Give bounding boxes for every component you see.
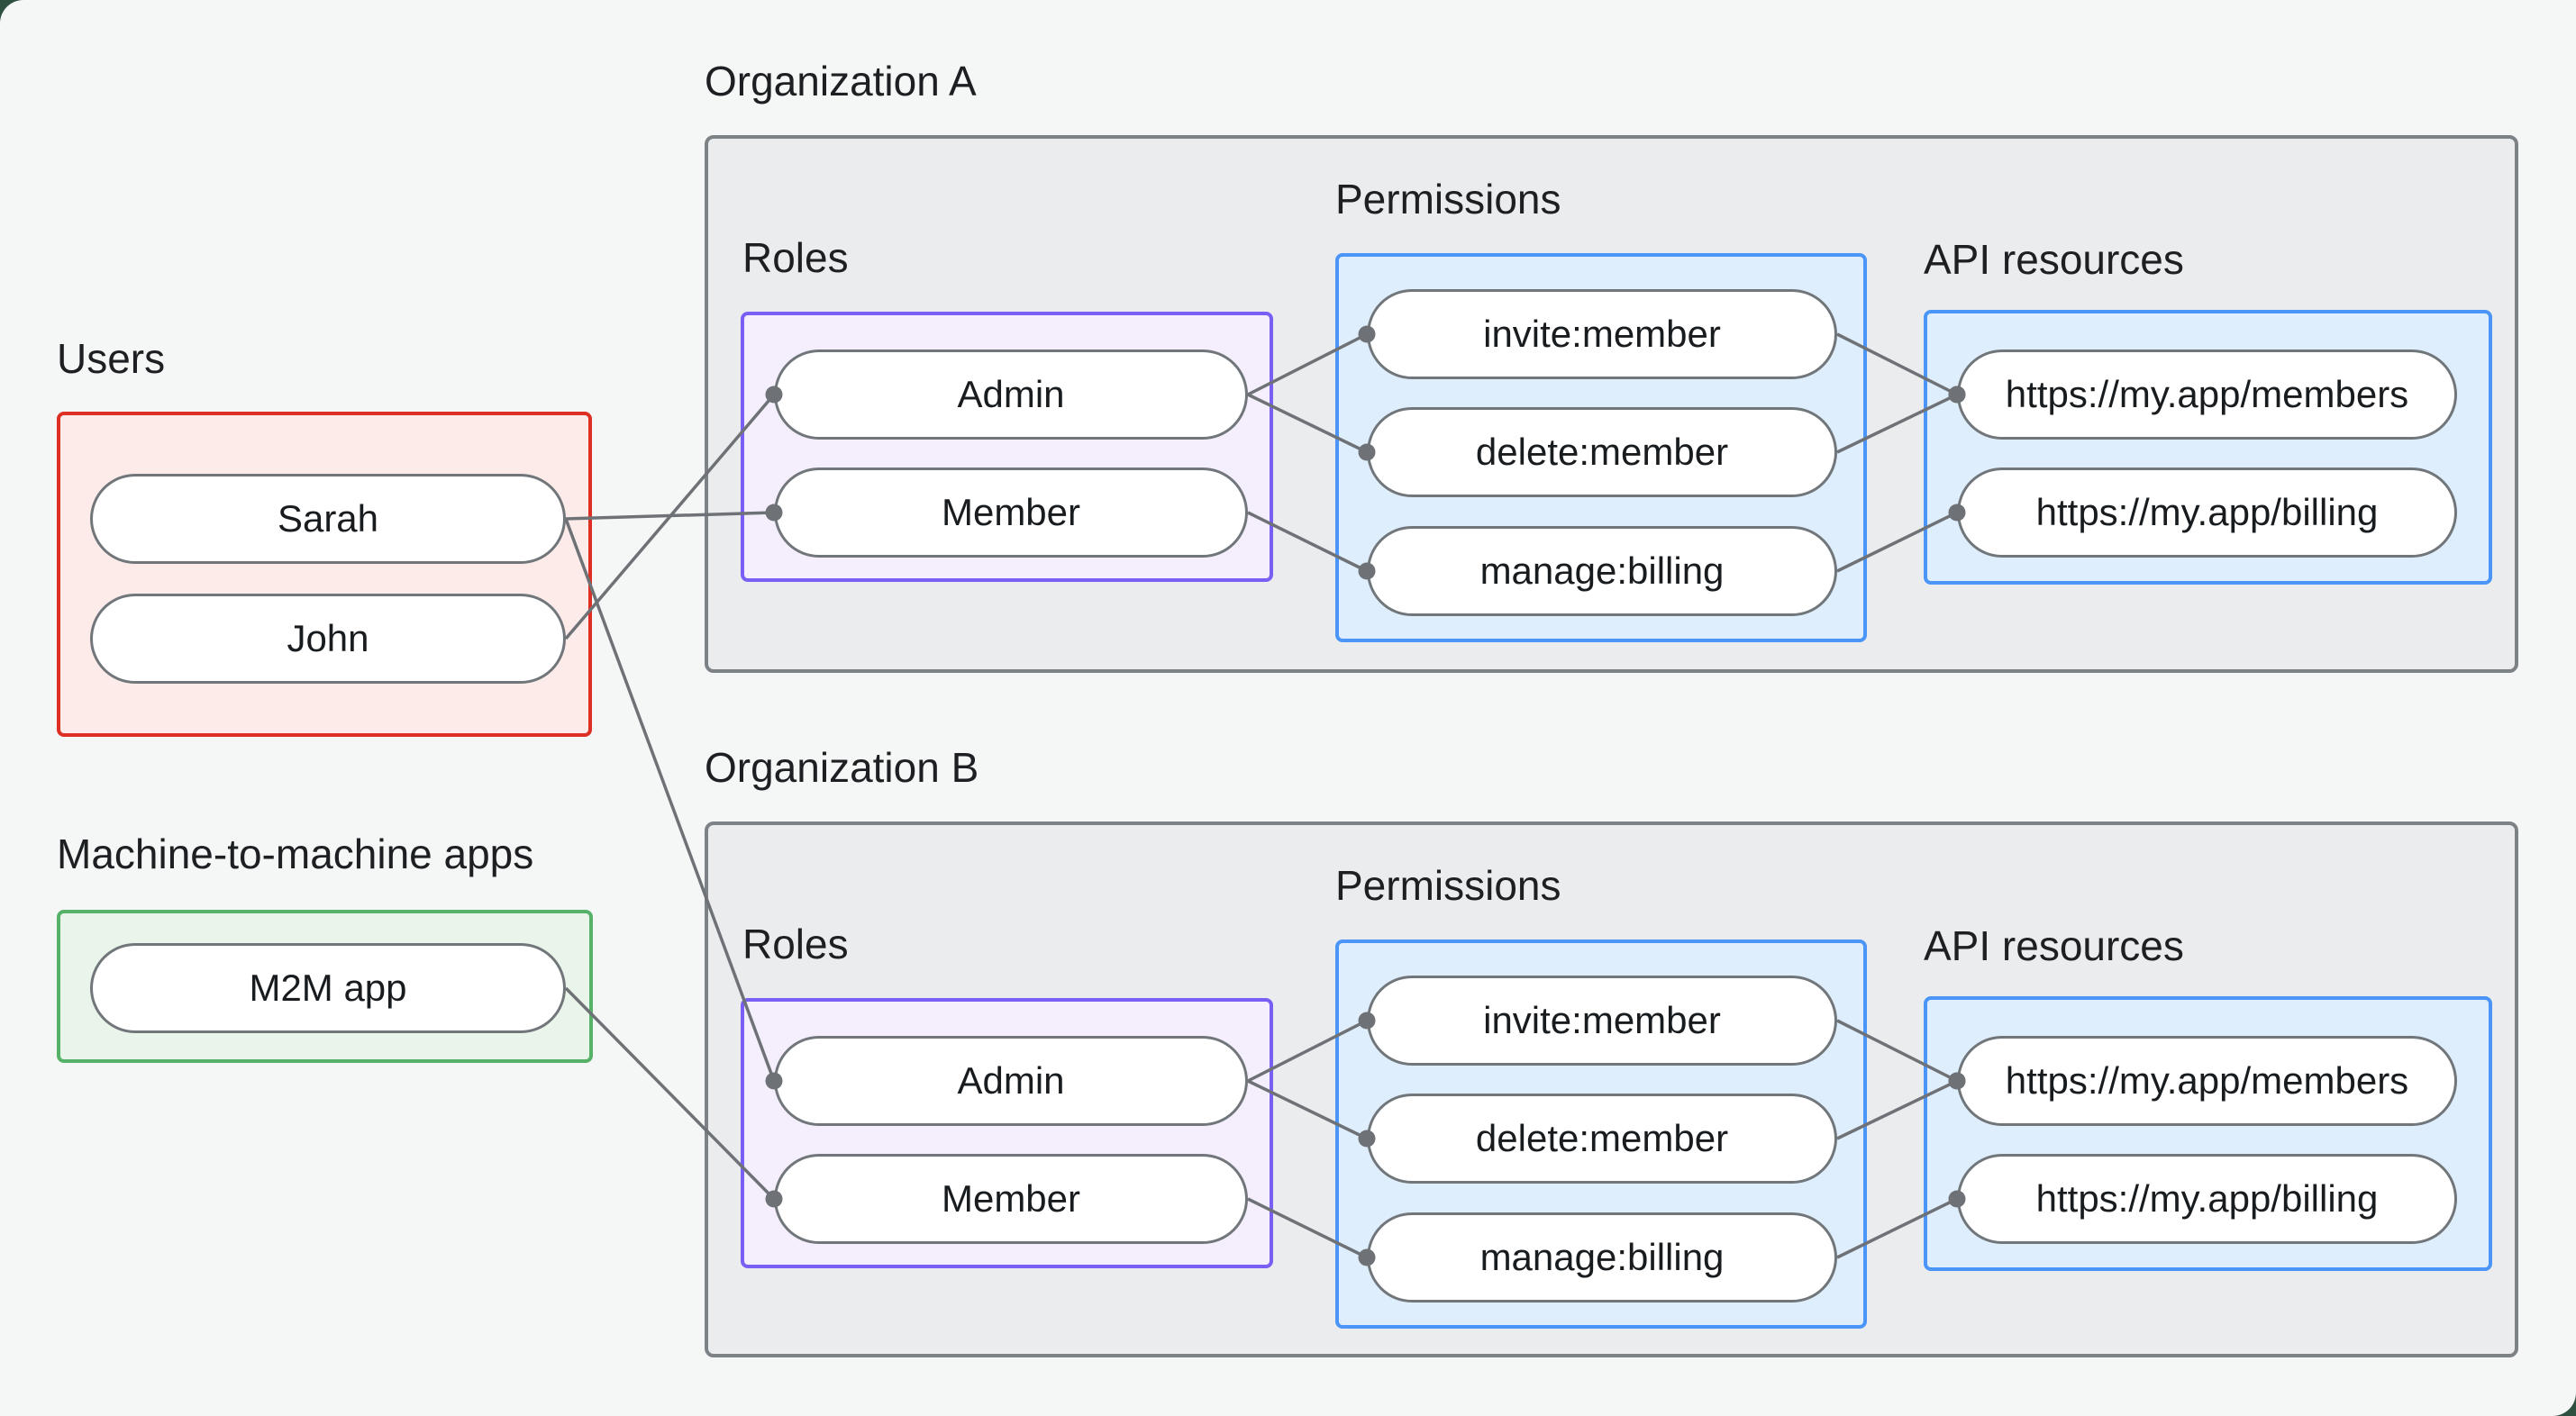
- node-org-a-api-members: https://my.app/members: [1957, 349, 2457, 440]
- node-org-b-delete-member: delete:member: [1367, 1094, 1837, 1184]
- roles-box-org-a: Admin Member: [741, 312, 1273, 582]
- node-org-a-api-billing: https://my.app/billing: [1957, 467, 2457, 558]
- org-b-label: Organization B: [705, 744, 979, 791]
- org-a-label: Organization A: [705, 58, 977, 104]
- node-org-b-api-members: https://my.app/members: [1957, 1036, 2457, 1126]
- permissions-label-org-b: Permissions: [1335, 862, 1561, 909]
- permissions-box-org-a: invite:member delete:member manage:billi…: [1335, 253, 1867, 642]
- node-john: John: [90, 594, 566, 684]
- node-org-a-delete-member: delete:member: [1367, 407, 1837, 497]
- node-sarah: Sarah: [90, 474, 566, 564]
- m2m-group-box: M2M app: [57, 910, 593, 1063]
- api-resources-label-org-a: API resources: [1924, 236, 2184, 283]
- users-group-label: Users: [57, 335, 166, 382]
- permissions-label-org-a: Permissions: [1335, 176, 1561, 222]
- node-org-a-manage-billing: manage:billing: [1367, 526, 1837, 616]
- node-org-b-invite-member: invite:member: [1367, 976, 1837, 1066]
- node-m2m-app: M2M app: [90, 943, 566, 1033]
- node-org-a-admin: Admin: [774, 349, 1248, 440]
- node-org-b-admin: Admin: [774, 1036, 1248, 1126]
- roles-label-org-b: Roles: [742, 921, 849, 967]
- org-a-box: Roles Admin Member Permissions invite:me…: [705, 135, 2518, 673]
- users-group-box: Sarah John: [57, 412, 592, 737]
- api-resources-box-org-a: https://my.app/members https://my.app/bi…: [1924, 310, 2492, 585]
- org-b-box: Roles Admin Member Permissions invite:me…: [705, 821, 2518, 1357]
- api-resources-label-org-b: API resources: [1924, 922, 2184, 969]
- api-resources-box-org-b: https://my.app/members https://my.app/bi…: [1924, 996, 2492, 1271]
- node-org-b-member: Member: [774, 1154, 1248, 1244]
- roles-box-org-b: Admin Member: [741, 998, 1273, 1268]
- permissions-box-org-b: invite:member delete:member manage:billi…: [1335, 939, 1867, 1329]
- m2m-group-label: Machine-to-machine apps: [57, 831, 534, 877]
- node-org-b-api-billing: https://my.app/billing: [1957, 1154, 2457, 1244]
- node-org-a-invite-member: invite:member: [1367, 289, 1837, 379]
- node-org-b-manage-billing: manage:billing: [1367, 1212, 1837, 1303]
- node-org-a-member: Member: [774, 467, 1248, 558]
- roles-label-org-a: Roles: [742, 234, 849, 281]
